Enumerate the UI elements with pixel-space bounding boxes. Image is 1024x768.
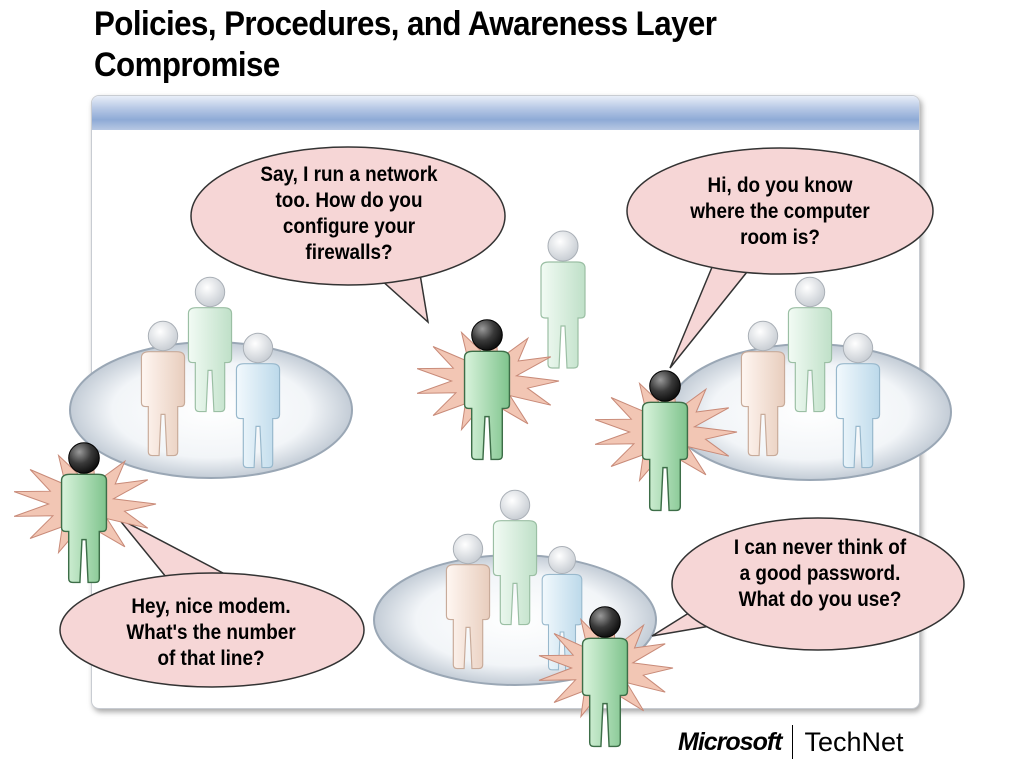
attacker-head — [589, 606, 621, 638]
attacker-network — [416, 319, 560, 461]
person-blue — [541, 546, 583, 671]
attacker-computer-room — [594, 370, 738, 512]
attacker-password — [538, 606, 674, 748]
attacker-modem — [13, 442, 157, 584]
panel-header-bar — [92, 96, 919, 130]
speech-bubble-network — [190, 146, 506, 324]
speech-bubble-password — [651, 517, 965, 651]
person-green — [787, 276, 833, 413]
bubble-text-network: Say, I run a network too. How do you con… — [260, 163, 438, 264]
attacker-head — [471, 319, 503, 351]
attacker-figure — [581, 606, 629, 748]
person-peach — [740, 320, 786, 457]
logo-divider — [791, 725, 793, 759]
bubble-text-computer-room: Hi, do you know where the computer room … — [690, 174, 870, 249]
attacker-head — [649, 370, 681, 402]
bubble-text-modem: Hey, nice modem. What's the number of th… — [126, 595, 296, 670]
microsoft-technet-logo: Microsoft TechNet — [678, 722, 904, 762]
attacker-figure — [463, 319, 511, 461]
slide-title: Policies, Procedures, and Awareness Laye… — [94, 4, 922, 86]
speech-bubble-modem — [59, 517, 365, 688]
person-peach — [445, 533, 491, 670]
attacker-figure — [60, 442, 108, 584]
microsoft-wordmark: Microsoft — [678, 727, 782, 756]
person-blue — [235, 332, 281, 469]
person-blue — [835, 332, 881, 469]
speech-bubble-computer-room — [626, 147, 934, 369]
attacker-head — [68, 442, 100, 474]
person-peach — [140, 320, 186, 457]
slide-title-line-1: Policies, Procedures, and Awareness Laye… — [94, 5, 717, 43]
group-people-right — [740, 276, 881, 469]
person-green — [187, 276, 233, 413]
person-lone-green — [540, 230, 586, 369]
slide-title-line-2: Compromise — [94, 46, 280, 84]
group-people-left — [140, 276, 281, 469]
person-green — [492, 489, 538, 626]
group-people-bottom — [445, 489, 583, 671]
attacker-figure — [641, 370, 689, 512]
bubble-text-password: I can never think of a good password. Wh… — [733, 536, 907, 611]
technet-wordmark: TechNet — [804, 726, 904, 757]
